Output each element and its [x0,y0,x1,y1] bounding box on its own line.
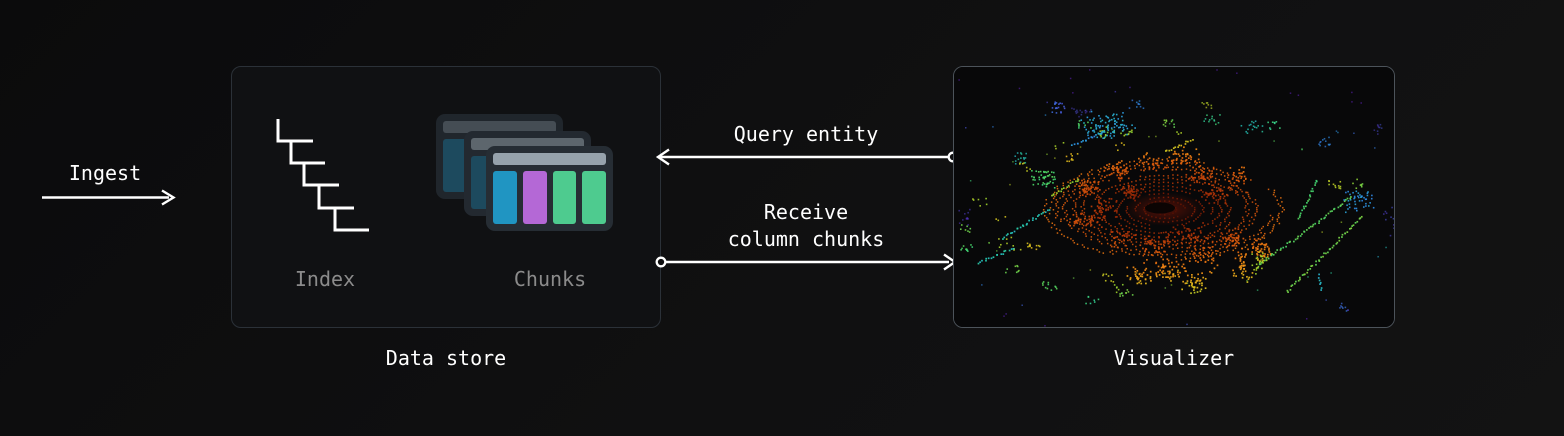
chunk-card-header [443,121,556,133]
point-cloud-canvas [954,67,1394,327]
chunks-label: Chunks [513,267,587,291]
chunk-column [522,171,547,224]
chunk-card-front [486,146,613,231]
datastore-panel: Index Chunks [231,66,661,328]
index-label: Index [294,267,356,291]
ingest-arrow [42,189,176,206]
arrow-origin-dot [655,256,667,268]
visualizer-panel [953,66,1395,328]
arrow-head-right [161,189,176,206]
index-icon [276,119,369,232]
chunk-column [552,171,577,224]
visualizer-title: Visualizer [1113,346,1235,370]
arrow-head-left [655,148,670,166]
chunks-icon [436,114,614,232]
query-arrow-label: Query entity [733,122,879,146]
query-arrow [655,148,959,166]
ingest-label: Ingest [68,161,142,185]
chunk-card-header [493,153,606,165]
chunk-column [582,171,606,224]
receive-arrow [655,253,958,271]
chunk-column [493,171,517,224]
datastore-title: Data store [385,346,507,370]
chunk-columns [493,171,606,224]
